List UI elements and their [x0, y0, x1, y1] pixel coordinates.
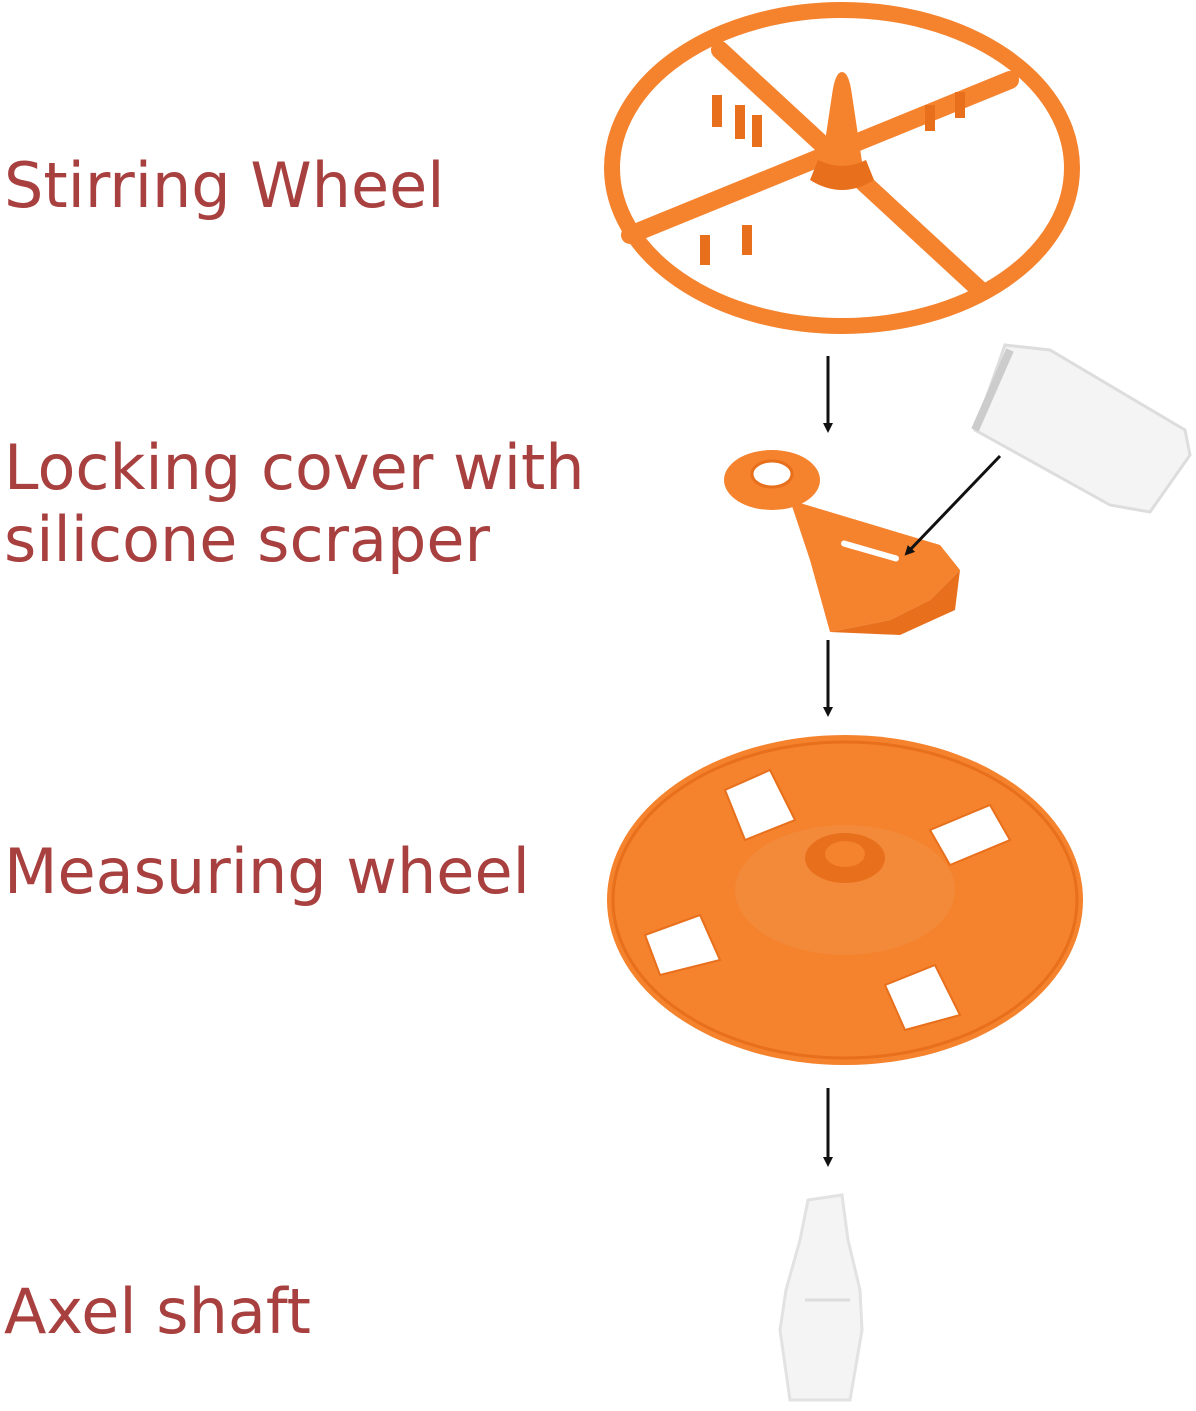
scraper-arrow [908, 456, 1000, 552]
locking-cover-image [724, 450, 960, 635]
axel-shaft-image [780, 1195, 862, 1400]
silicone-scraper-image [975, 345, 1190, 512]
measuring-wheel-image [607, 735, 1083, 1065]
stirring-wheel-image [612, 10, 1072, 326]
